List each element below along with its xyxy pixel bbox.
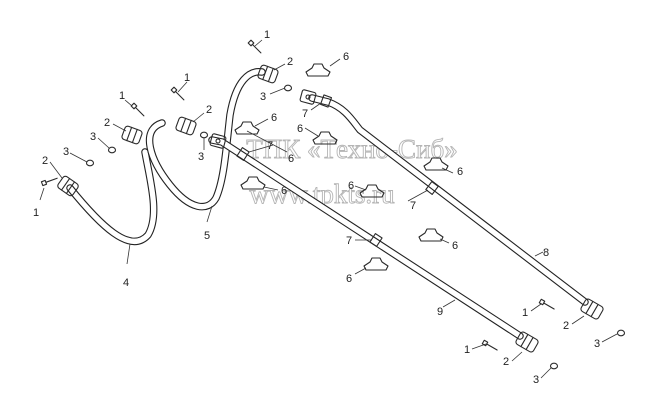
label-part-3: 3: [533, 374, 539, 386]
sleeve-on-tube-8: [319, 94, 439, 195]
sleeve-on-tube-9: [236, 147, 383, 247]
label-part-3: 3: [90, 131, 96, 143]
label-part-6: 6: [452, 240, 458, 252]
label-part-6: 6: [343, 51, 349, 63]
fitting-top: [257, 64, 279, 84]
clamps: [234, 63, 449, 271]
watermark: ТПК «Техно-Сиб» www.tpkts.ru: [246, 134, 458, 210]
label-part-2: 2: [503, 356, 509, 368]
watermark-company: ТПК «Техно-Сиб»: [246, 134, 457, 164]
hose-4: [66, 148, 158, 245]
label-part-3: 3: [198, 151, 204, 163]
label-part-2: 2: [42, 155, 48, 167]
label-part-3: 3: [260, 91, 266, 103]
label-part-1: 1: [464, 344, 470, 356]
o-rings: [85, 84, 626, 370]
label-part-1: 1: [522, 307, 528, 319]
label-part-3: 3: [63, 146, 69, 158]
label-part-7: 7: [267, 140, 273, 152]
label-part-1: 1: [184, 72, 190, 84]
label-part-6: 6: [281, 185, 287, 197]
fitting-tube-8-end: [580, 298, 604, 320]
label-part-7: 7: [302, 108, 308, 120]
label-part-2: 2: [206, 104, 212, 116]
label-part-9: 9: [437, 306, 443, 318]
label-part-6: 6: [288, 153, 294, 165]
fitting-upper-left: [121, 125, 143, 145]
bolts: [40, 39, 555, 351]
label-part-6: 6: [348, 180, 354, 192]
label-part-5: 5: [204, 230, 210, 242]
tee-block-tube-8: [299, 89, 317, 105]
tube-8: [308, 94, 589, 306]
label-part-2: 2: [287, 56, 293, 68]
label-part-7: 7: [346, 235, 352, 247]
label-part-2: 2: [104, 117, 110, 129]
label-part-1: 1: [264, 29, 270, 41]
label-part-6: 6: [457, 166, 463, 178]
hose-5: [145, 68, 266, 211]
leader-lines: [39, 39, 618, 379]
tube-9: [208, 136, 524, 340]
label-part-8: 8: [543, 247, 549, 259]
label-part-6: 6: [297, 123, 303, 135]
label-part-6: 6: [271, 112, 277, 124]
fitting-upper-middle: [175, 116, 197, 136]
label-part-6: 6: [346, 273, 352, 285]
label-part-3: 3: [594, 338, 600, 350]
part-labels: 1 2 3 1 2 3 4 1 2 3 5 1 2 3 6 7 6 6 7 6 …: [33, 29, 600, 386]
label-part-7: 7: [410, 200, 416, 212]
label-part-4: 4: [123, 277, 129, 289]
fitting-tube-9-end: [515, 331, 539, 353]
label-part-1: 1: [119, 90, 125, 102]
label-part-1: 1: [33, 207, 39, 219]
label-part-2: 2: [563, 320, 569, 332]
fitting-left-hose: [57, 175, 79, 197]
tee-block-tube-9: [209, 133, 227, 149]
